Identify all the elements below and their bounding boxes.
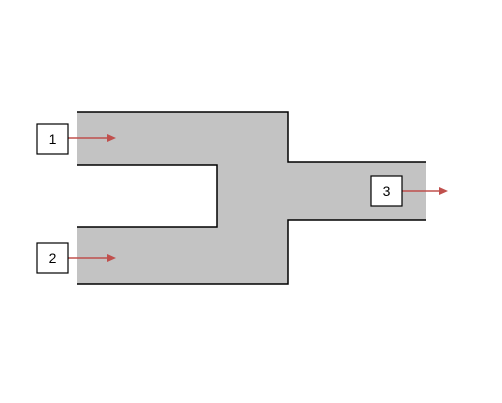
stream-label-2: 2: [36, 242, 69, 274]
stream-label-2-text: 2: [49, 250, 57, 266]
stream-label-1-text: 1: [49, 131, 57, 147]
upper-wall: [77, 111, 426, 163]
stream-label-1: 1: [36, 123, 69, 155]
flow-arrow-1: [68, 134, 116, 142]
stream-label-3: 3: [370, 175, 403, 207]
lower-wall: [77, 219, 426, 285]
duct-body: [77, 112, 426, 284]
inner-wall: [77, 164, 218, 228]
duct-walls: [77, 111, 426, 285]
flow-arrow-2: [68, 254, 116, 262]
stream-label-3-text: 3: [383, 183, 391, 199]
flow-arrow-3: [402, 187, 448, 195]
